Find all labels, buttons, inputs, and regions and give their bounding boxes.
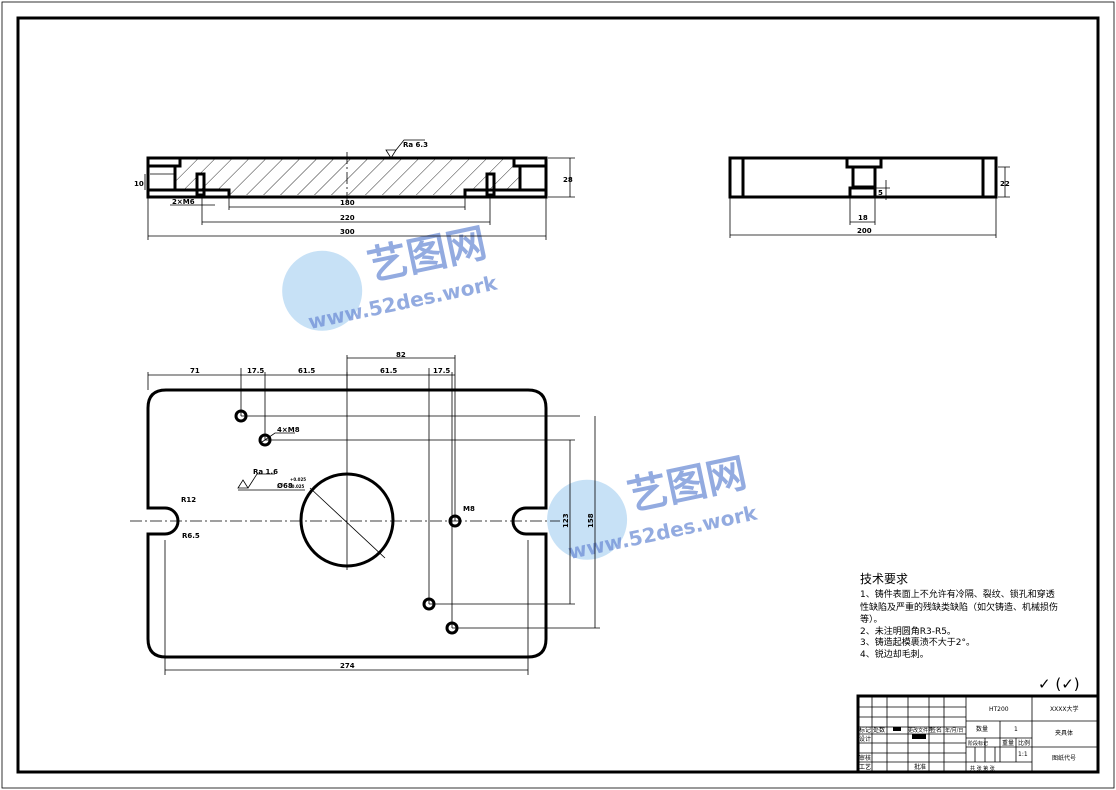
tech-requirements-lines-1-text: 性缺陷及严重的残缺类缺陷（如欠铸造、机械损伤	[860, 601, 1058, 613]
side-view-dims-d18-text: 18	[858, 214, 868, 222]
watermark-2: 艺图网 www.52des.work	[547, 450, 760, 564]
plan-view-dims-d17-5a-text: 17.5	[247, 367, 264, 375]
title-block-part-name-text: 夹具体	[1055, 729, 1073, 737]
section-view: Ra 6.3 28 10 2×M6 180 220 300	[134, 139, 575, 240]
watermark-1: 艺图网 www.52des.work	[282, 220, 500, 334]
tech-requirements-title-text: 技术要求	[860, 572, 908, 586]
title-block: 标记 处数 分区 更改文件号 签名 年/月/日 设计 审核 工艺 批准 HT20…	[856, 694, 1100, 774]
section-view-dims-d10-text: 10	[134, 180, 144, 188]
side-view-dims-d200-text: 200	[857, 227, 872, 235]
plan-view-dims-roughness-text: Ra 1.6	[253, 468, 278, 476]
title-block-stage-label-text: 阶段标记	[968, 740, 988, 747]
section-view-dims-d300-text: 300	[340, 228, 355, 236]
plan-view-dims-d71-text: 71	[190, 367, 200, 375]
side-view: 22 5 18 200	[728, 156, 1010, 238]
hole-marks	[234, 409, 462, 635]
plan-view-dims-d274-text: 274	[340, 662, 355, 670]
roughness-label: Ra 6.3	[403, 141, 428, 149]
title-block-design-text: 设计	[859, 735, 871, 743]
plan-view-dims-d123-text: 123	[562, 513, 570, 528]
plan-view-dims-r12-text: R12	[181, 496, 196, 504]
title-block-rev-headers-5-text: 年/月/日	[945, 727, 963, 734]
side-view-dims-d22-text: 22	[1000, 180, 1010, 188]
title-block-rev-headers-1-text: 处数	[873, 726, 885, 734]
title-block-scale-text: 1:1	[1018, 751, 1028, 758]
tech-requirements: 技术要求 1、铸件表面上不允许有冷隔、裂纹、锁孔和穿透 性缺陷及严重的残缺类缺陷…	[860, 572, 1058, 660]
title-block-scale-label-text: 比例	[1018, 739, 1030, 747]
section-view-dims-d220-text: 220	[340, 214, 355, 222]
title-block-weight-label-text: 重量	[1002, 739, 1014, 747]
title-block-process-text: 工艺	[859, 763, 871, 771]
section-view-dims-d180-text: 180	[340, 199, 355, 207]
plan-view-dims-m8-text: M8	[463, 505, 475, 513]
surface-finish-mark: ✓ (✓)	[1038, 675, 1080, 693]
tech-requirements-lines-4-text: 3、铸造起模裹渍不大于2°。	[860, 636, 975, 648]
section-view-dims-d28-text: 28	[563, 176, 573, 184]
plan-view-dims-r6-5-text: R6.5	[182, 532, 200, 540]
title-block-sheets-text: 共 张 第 张	[970, 765, 995, 772]
tech-requirements-lines-2-text: 等）。	[860, 613, 883, 625]
plan-view-dims-bore-text: Ø68	[277, 482, 293, 490]
plan-view-dims-d17-5b-text: 17.5	[433, 367, 450, 375]
plan-view-dims-d61-5b-text: 61.5	[380, 367, 397, 375]
tech-requirements-lines-3-text: 2、未注明圆角R3-R5。	[860, 625, 956, 637]
title-block-rev-headers-0-text: 标记	[859, 726, 871, 734]
inner-frame	[16, 16, 1100, 774]
title-block-qty-text: 1	[1014, 726, 1018, 733]
section-view-dims-thread-text: 2×M6	[172, 198, 195, 206]
plan-view-dims-d82-text: 82	[396, 351, 406, 359]
plan-view: 71 17.5 61.5 82 61.5 17.5 4×M8 Ra 1.6 Ø6…	[130, 351, 600, 675]
plan-view-dims-bore-tol-low-text: -0.025	[290, 484, 305, 489]
title-block-rev-headers-4-text: 签名	[930, 726, 942, 734]
title-block-material-text: HT200	[989, 706, 1009, 713]
plan-view-dims-bore-tol-up-text: +0.025	[290, 477, 306, 482]
plan-view-dims-d61-5a-text: 61.5	[298, 367, 315, 375]
title-block-rev-headers-3-text: 更改文件号	[908, 727, 933, 734]
side-view-dims-d5-text: 5	[878, 189, 883, 197]
title-block-school-text: XXXX大学	[1050, 705, 1078, 713]
title-block-review-text: 审核	[859, 754, 871, 762]
plan-view-dims-holes-text: 4×M8	[277, 426, 300, 434]
plan-view-dims-d158-text: 158	[587, 513, 595, 528]
title-block-qty-label-text: 数量	[976, 725, 988, 733]
title-block-drawing-no-text: 图纸代号	[1052, 754, 1076, 762]
tech-requirements-lines-5-text: 4、锐边却毛刺。	[860, 648, 929, 660]
tech-requirements-lines-0-text: 1、铸件表面上不允许有冷隔、裂纹、锁孔和穿透	[860, 588, 1055, 600]
title-block-approve-text: 批准	[914, 763, 926, 771]
